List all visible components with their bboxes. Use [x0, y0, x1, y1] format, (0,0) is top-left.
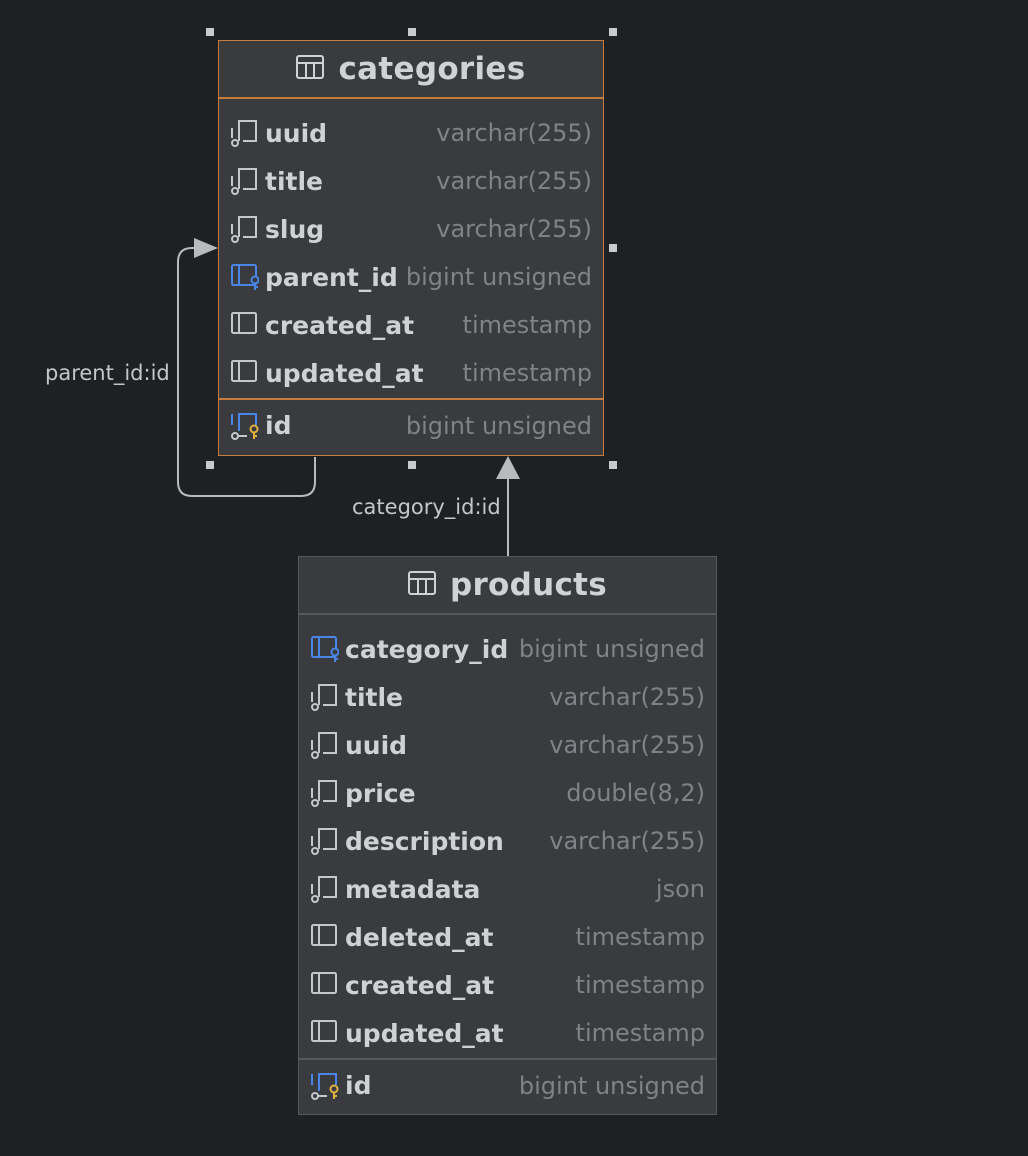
column-name: metadata: [345, 874, 481, 904]
primary-key-section: id bigint unsigned: [219, 400, 603, 451]
column-type: bigint unsigned: [518, 635, 705, 663]
column-name: id: [265, 411, 292, 440]
column-type: timestamp: [462, 359, 592, 387]
primary-key-icon: [229, 411, 259, 441]
column-type: double(8,2): [566, 779, 705, 807]
column-index-icon: [229, 118, 259, 148]
primary-key-row[interactable]: id bigint unsigned: [219, 400, 603, 451]
self-reference-line[interactable]: [177, 247, 316, 497]
column-index-icon: [309, 874, 339, 904]
foreign-key-icon: [309, 634, 339, 664]
column-type: varchar(255): [549, 827, 705, 855]
column-icon: [309, 1018, 339, 1048]
column-name: slug: [265, 214, 325, 244]
column-name: created_at: [265, 310, 415, 340]
column-name: uuid: [345, 730, 408, 760]
column-type: bigint unsigned: [405, 263, 592, 291]
column-name: id: [345, 1071, 372, 1100]
resize-handle-br[interactable]: [609, 461, 617, 469]
resize-handle-tc[interactable]: [408, 28, 416, 36]
column-icon: [229, 310, 259, 340]
resize-handle-bl[interactable]: [206, 461, 214, 469]
column-name: updated_at: [265, 358, 424, 388]
column-index-icon: [309, 682, 339, 712]
self-reference-arrowhead: [194, 238, 218, 258]
column-type: timestamp: [575, 923, 705, 951]
column-row[interactable]: title varchar(255): [219, 157, 603, 205]
column-name: price: [345, 778, 416, 808]
table-header[interactable]: categories: [219, 41, 603, 99]
column-row[interactable]: slug varchar(255): [219, 205, 603, 253]
column-name: category_id: [345, 634, 509, 664]
column-icon: [309, 970, 339, 1000]
column-type: bigint unsigned: [518, 1071, 705, 1100]
column-row[interactable]: updated_at timestamp: [299, 1009, 716, 1057]
primary-key-icon: [309, 1071, 339, 1101]
primary-key-divider: [219, 398, 603, 400]
fk-arrowhead: [496, 456, 520, 479]
column-type: timestamp: [462, 311, 592, 339]
column-row[interactable]: price double(8,2): [299, 769, 716, 817]
column-list: uuid varchar(255) title varchar(255) slug var…: [219, 99, 603, 397]
column-icon: [309, 922, 339, 952]
table-name: products: [449, 567, 608, 603]
column-list: category_id bigint unsigned title varchar(2…: [299, 615, 716, 1057]
table-header[interactable]: products: [299, 557, 716, 615]
column-row[interactable]: title varchar(255): [299, 673, 716, 721]
column-name: updated_at: [345, 1018, 504, 1048]
resize-handle-bc[interactable]: [408, 461, 416, 469]
relation-label-category: category_id:id: [352, 495, 501, 519]
column-index-icon: [229, 214, 259, 244]
column-icon: [229, 358, 259, 388]
column-row[interactable]: created_at timestamp: [219, 301, 603, 349]
column-type: varchar(255): [436, 167, 592, 195]
foreign-key-icon: [229, 262, 259, 292]
column-type: json: [655, 875, 705, 903]
column-index-icon: [309, 730, 339, 760]
column-type: timestamp: [575, 971, 705, 999]
column-type: varchar(255): [549, 683, 705, 711]
column-row[interactable]: category_id bigint unsigned: [299, 625, 716, 673]
column-row[interactable]: deleted_at timestamp: [299, 913, 716, 961]
column-type: varchar(255): [436, 119, 592, 147]
column-index-icon: [309, 778, 339, 808]
column-type: varchar(255): [436, 215, 592, 243]
table-categories[interactable]: categories uuid varchar(255) title varchar(…: [218, 40, 604, 456]
column-index-icon: [309, 826, 339, 856]
column-name: parent_id: [265, 262, 398, 292]
resize-handle-tr[interactable]: [609, 28, 617, 36]
relation-label-parent: parent_id:id: [45, 361, 170, 385]
column-row[interactable]: uuid varchar(255): [219, 109, 603, 157]
column-type: varchar(255): [549, 731, 705, 759]
column-name: description: [345, 826, 504, 856]
table-name: categories: [338, 51, 526, 87]
column-index-icon: [229, 166, 259, 196]
table-icon: [407, 571, 436, 599]
column-type: timestamp: [575, 1019, 705, 1047]
column-name: title: [345, 682, 403, 712]
primary-key-row[interactable]: id bigint unsigned: [299, 1060, 716, 1111]
resize-handle-tl[interactable]: [206, 28, 214, 36]
column-row[interactable]: description varchar(255): [299, 817, 716, 865]
resize-handle-mr[interactable]: [609, 244, 617, 252]
column-row[interactable]: metadata json: [299, 865, 716, 913]
primary-key-divider: [299, 1058, 716, 1060]
table-icon: [296, 55, 325, 83]
column-name: created_at: [345, 970, 495, 1000]
column-name: uuid: [265, 118, 328, 148]
column-row[interactable]: updated_at timestamp: [219, 349, 603, 397]
column-name: title: [265, 166, 323, 196]
column-row[interactable]: created_at timestamp: [299, 961, 716, 1009]
column-row[interactable]: uuid varchar(255): [299, 721, 716, 769]
column-name: deleted_at: [345, 922, 494, 952]
column-type: bigint unsigned: [405, 411, 592, 440]
primary-key-section: id bigint unsigned: [299, 1060, 716, 1111]
